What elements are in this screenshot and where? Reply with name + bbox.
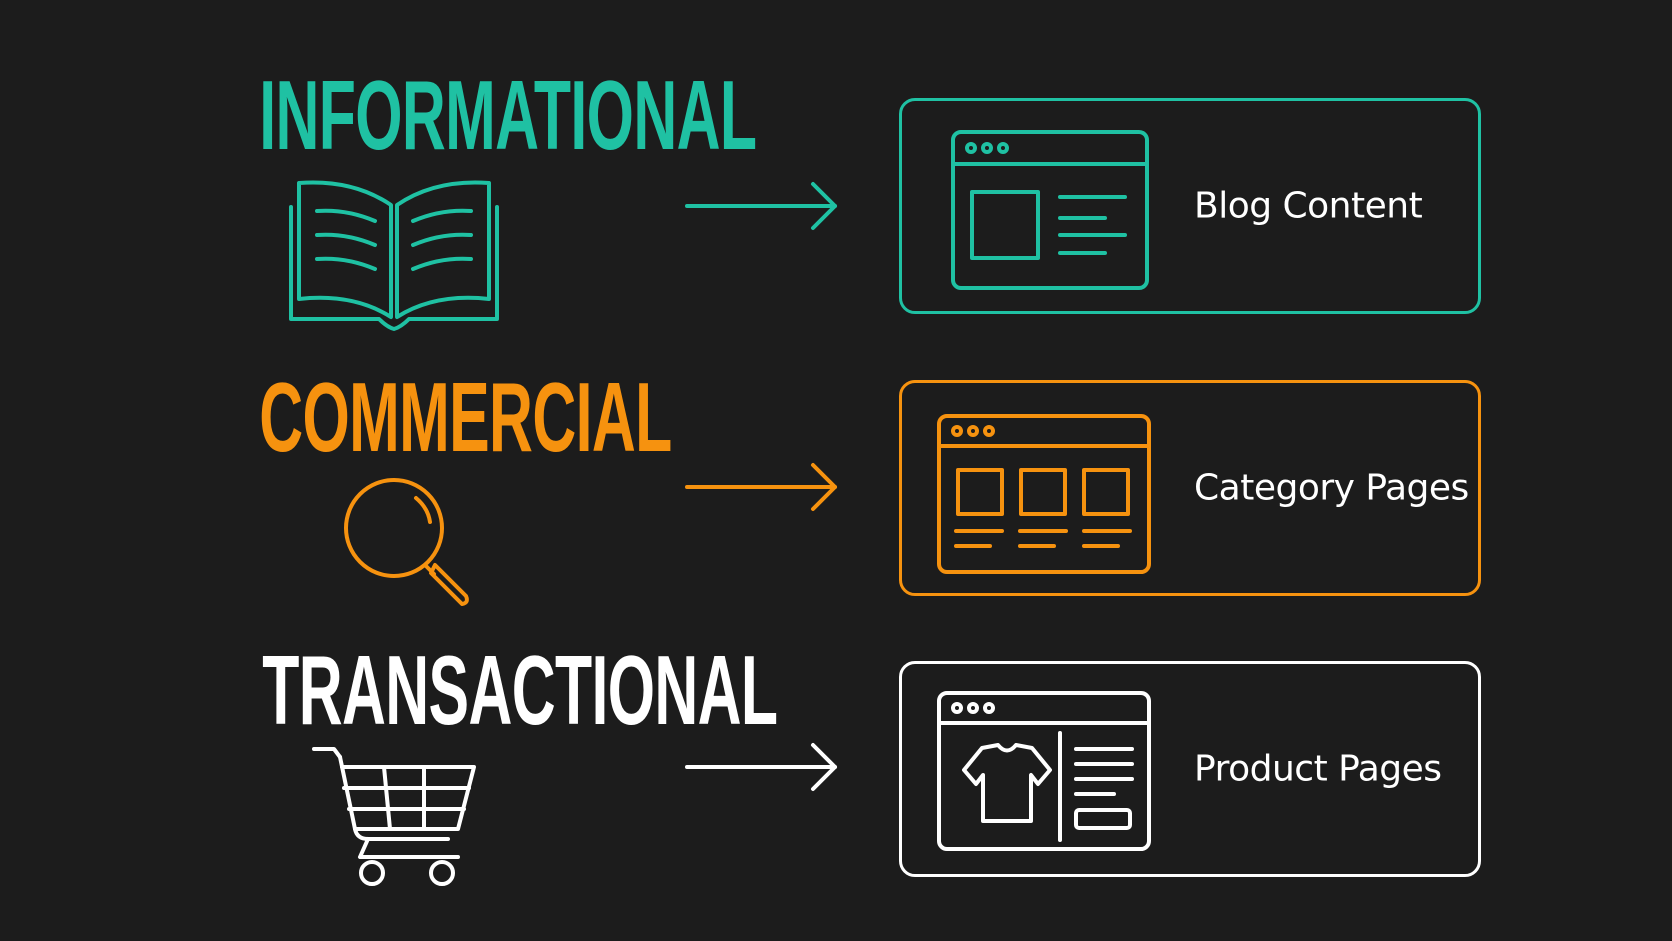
commercial-row: COMMERCIAL Category Pages [259, 368, 1481, 606]
category-pages-card: Category Pages [899, 380, 1481, 596]
product-pages-label: Product Pages [1194, 748, 1442, 790]
blog-content-card: Blog Content [899, 98, 1481, 314]
magnifying-glass-icon [344, 478, 469, 606]
category-grid-page-icon [937, 414, 1151, 574]
informational-arrow [685, 182, 837, 230]
blog-content-label: Blog Content [1194, 185, 1423, 227]
category-pages-label: Category Pages [1194, 467, 1469, 509]
blog-page-icon [951, 130, 1149, 290]
shopping-cart-icon [312, 747, 476, 886]
commercial-arrow [685, 463, 837, 511]
open-book-icon [289, 180, 499, 331]
product-pages-card: Product Pages [899, 661, 1481, 877]
transactional-title: TRANSACTIONAL [262, 635, 778, 745]
product-page-icon [937, 691, 1151, 851]
transactional-arrow [685, 743, 837, 791]
informational-row: INFORMATIONAL Blog Content [0, 0, 1672, 331]
